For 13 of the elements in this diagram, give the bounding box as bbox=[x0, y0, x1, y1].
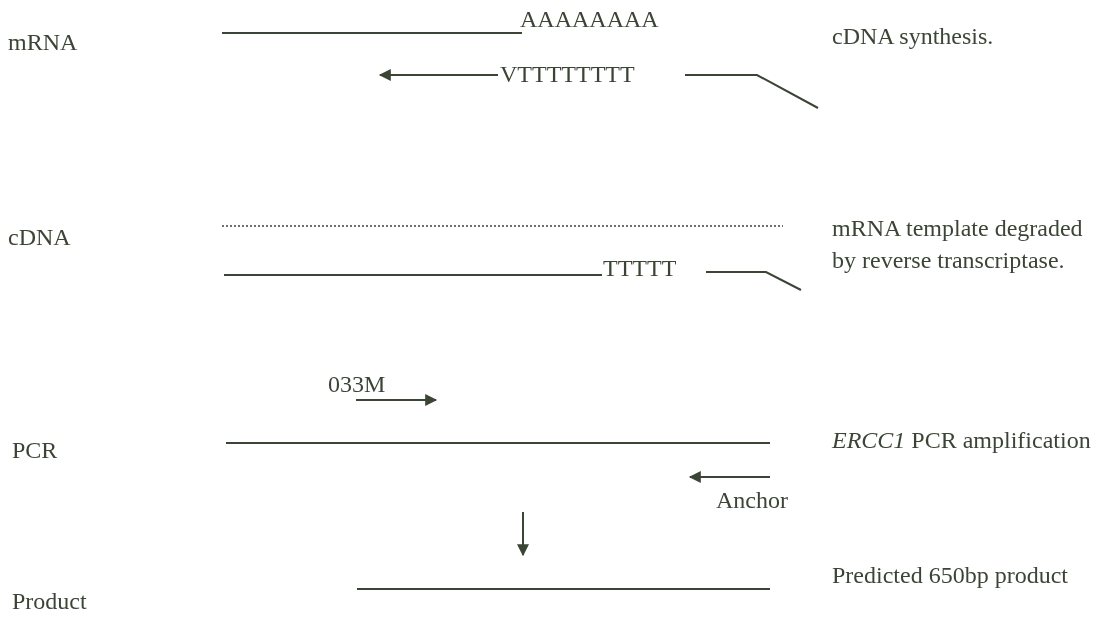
stage-label: PCR bbox=[12, 436, 59, 465]
primer-label: Anchor bbox=[716, 486, 789, 515]
stage-label: mRNA bbox=[8, 28, 79, 57]
primer-label: 033M bbox=[328, 370, 387, 399]
poly-a-tail: AAAAAAAA bbox=[520, 5, 660, 34]
primer-sequence: VTTTTTTTT bbox=[500, 60, 636, 89]
step-description: ERCC1 PCR amplification bbox=[832, 426, 1092, 455]
strand-sequence: TTTTT bbox=[603, 254, 678, 283]
stage-label: cDNA bbox=[8, 223, 72, 252]
step-description: Predicted 650bp product bbox=[832, 561, 1069, 590]
stage-label: Product bbox=[12, 587, 88, 616]
step-description: cDNA synthesis. bbox=[832, 22, 995, 51]
step-description: mRNA template degraded by reverse transcriptase. bbox=[832, 214, 1084, 275]
